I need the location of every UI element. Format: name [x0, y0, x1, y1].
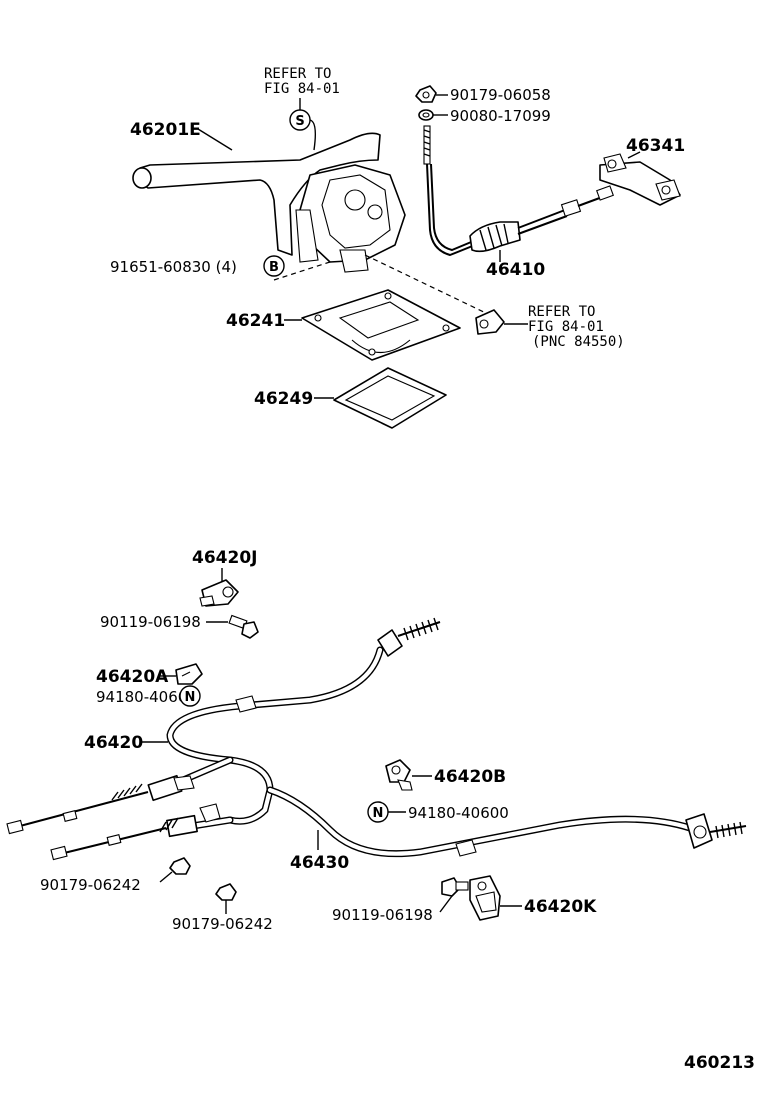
callout-b-text: B	[269, 260, 279, 275]
nut-90179-06242-b	[215, 883, 237, 901]
callout-n1-circle	[179, 685, 201, 707]
part-label-46420B: 46420B	[434, 767, 506, 787]
clip-46420A	[175, 663, 203, 685]
bolt-90119-06198-b	[441, 877, 469, 897]
callout-n1-text: N	[185, 690, 196, 705]
part-label-46241: 46241	[226, 311, 285, 331]
bolt-90119-06198-a	[228, 614, 259, 639]
part-label-46420A: 46420A	[96, 667, 169, 687]
rear-cable-46420	[166, 617, 441, 825]
clamp-46420J	[199, 579, 239, 607]
clamp-46420B	[385, 759, 413, 791]
nut-90179-06242-a	[169, 857, 191, 875]
intermediate-cable-46410	[426, 163, 606, 257]
refer-to-label-top-1: REFER TO	[264, 66, 331, 82]
leader-line	[309, 119, 317, 151]
nut-90179-06058	[415, 85, 437, 103]
part-label-90179-06242-b: 90179-06242	[172, 915, 273, 933]
part-label-90119-06198-b: 90119-06198	[332, 906, 433, 924]
part-label-90179-06242-a: 90179-06242	[40, 876, 141, 894]
leader-line	[197, 128, 233, 151]
part-label-46341: 46341	[626, 136, 685, 156]
washer-90080-17099	[418, 109, 434, 121]
connector-plug	[475, 309, 505, 335]
part-label-46201E: 46201E	[130, 120, 201, 140]
part-label-90080-17099: 90080-17099	[450, 107, 551, 125]
adjusting-rod	[423, 125, 431, 165]
refer-to-label-right-3: (PNC 84550)	[532, 334, 625, 350]
part-label-46420: 46420	[84, 733, 143, 753]
figure-number: 460213	[684, 1053, 755, 1073]
leader-line	[159, 871, 173, 883]
part-label-91651-60830: 91651-60830 (4)	[110, 258, 237, 276]
part-label-46249: 46249	[254, 389, 313, 409]
part-label-46430: 46430	[290, 853, 349, 873]
part-label-46420K: 46420K	[524, 897, 597, 917]
leader-dashed	[273, 261, 331, 281]
rear-cable-46430	[266, 786, 747, 858]
callout-n2-text: N	[373, 806, 384, 821]
part-label-46420J: 46420J	[192, 548, 257, 568]
leader-line	[627, 151, 641, 159]
lever-base-plate-46241	[301, 289, 461, 361]
refer-to-label-top-2: FIG 84-01	[264, 81, 340, 97]
part-label-94180-40600-a: 94180-40600	[96, 688, 197, 706]
part-label-46410: 46410	[486, 260, 545, 280]
cable-ends-left	[6, 756, 234, 861]
parking-brake-lever	[132, 132, 406, 273]
clamp-46420K	[469, 875, 501, 921]
lever-boot-46249	[333, 367, 447, 429]
part-label-94180-40600-b: 94180-40600	[408, 804, 509, 822]
callout-s-text: S	[295, 114, 304, 129]
refer-to-label-right-1: REFER TO	[528, 304, 595, 320]
callout-b-circle	[263, 255, 285, 277]
part-label-90119-06198-a: 90119-06198	[100, 613, 201, 631]
equalizer-46341	[596, 153, 681, 206]
refer-to-label-right-2: FIG 84-01	[528, 319, 604, 335]
leader-line	[439, 895, 453, 913]
part-label-90179-06058: 90179-06058	[450, 86, 551, 104]
